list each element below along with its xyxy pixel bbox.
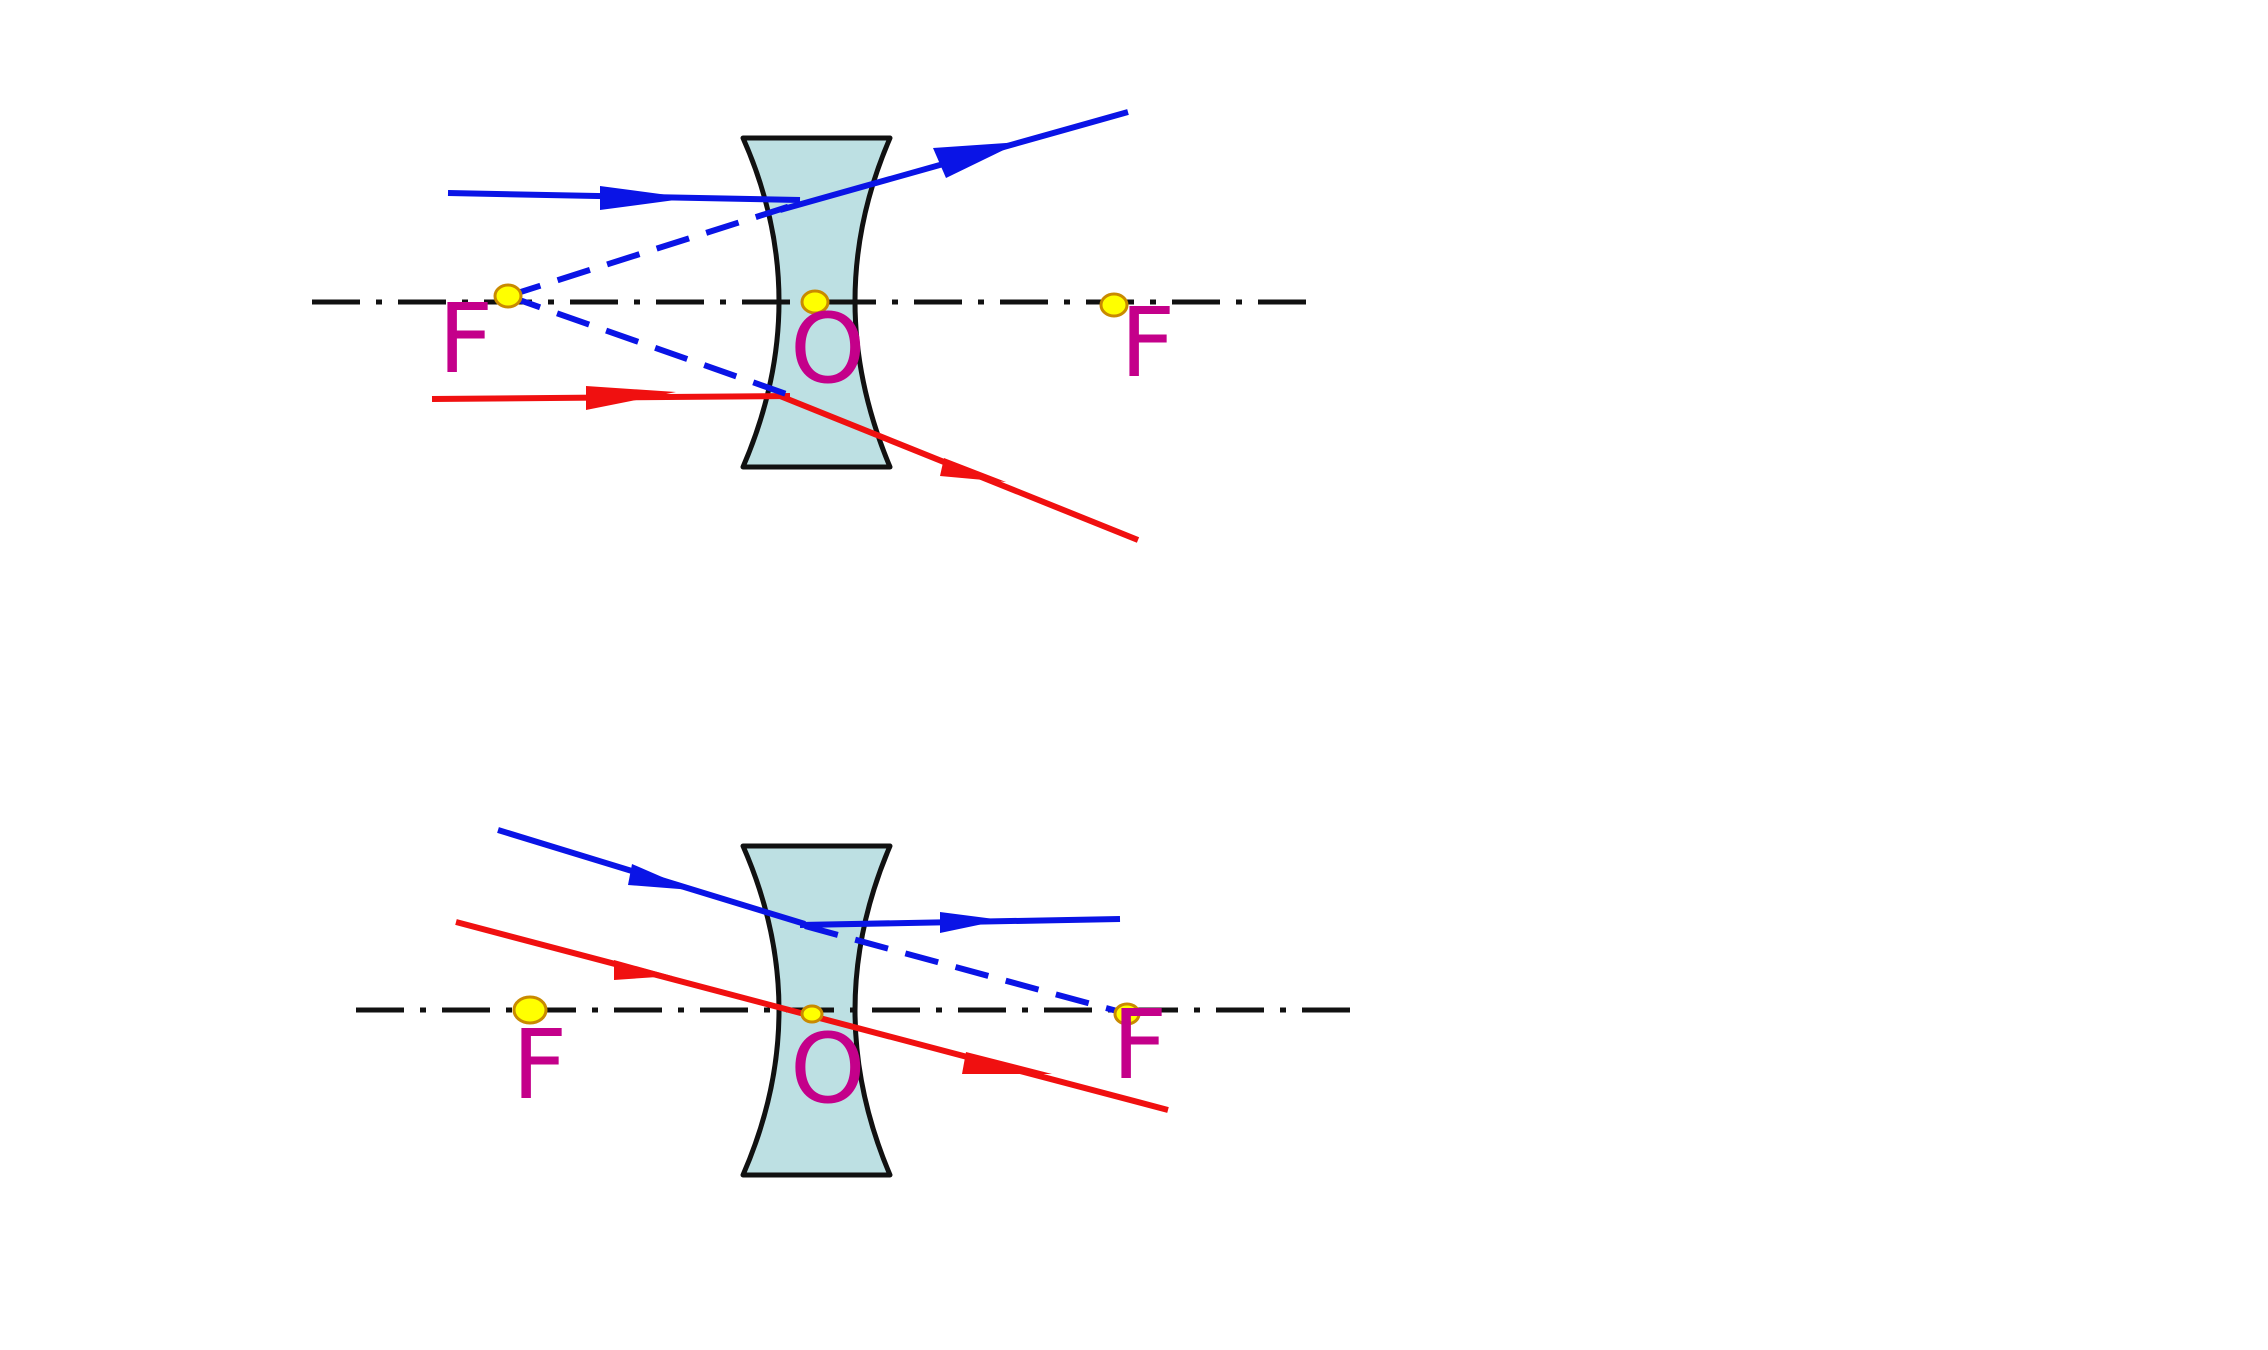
label-focus-right: F (1120, 287, 1175, 399)
optical-center-point (800, 1004, 824, 1024)
red-incident-arrowhead (586, 386, 676, 410)
focal-point-right (1099, 292, 1129, 318)
blue-virtual-extension (804, 923, 1129, 1017)
blue-incident-arrowhead (600, 186, 690, 210)
red-refracted-arrowhead (940, 458, 1006, 482)
diagram-top: F O F (312, 109, 1318, 543)
label-focus-left: F (438, 283, 493, 395)
red-virtual-extension (507, 293, 793, 399)
focal-point-left (493, 283, 523, 309)
label-focus-right: F (1112, 989, 1167, 1101)
blue-refracted-arrowhead (940, 912, 1002, 933)
blue-incident-arrowhead (628, 864, 692, 890)
focal-point-left (512, 995, 548, 1025)
optical-center-point (800, 289, 830, 315)
label-focus-left: F (512, 1009, 567, 1121)
focal-point-right (1113, 1002, 1141, 1026)
blue-refracted-arrowhead (933, 142, 1020, 178)
diagram-bottom: F O F (356, 827, 1360, 1178)
blue-virtual-extension (507, 200, 801, 299)
red-refracted-arrowhead (962, 1052, 1052, 1074)
red-incident-arrowhead (614, 960, 672, 980)
label-optical-center: O (790, 1013, 866, 1125)
label-optical-center: O (790, 293, 866, 405)
